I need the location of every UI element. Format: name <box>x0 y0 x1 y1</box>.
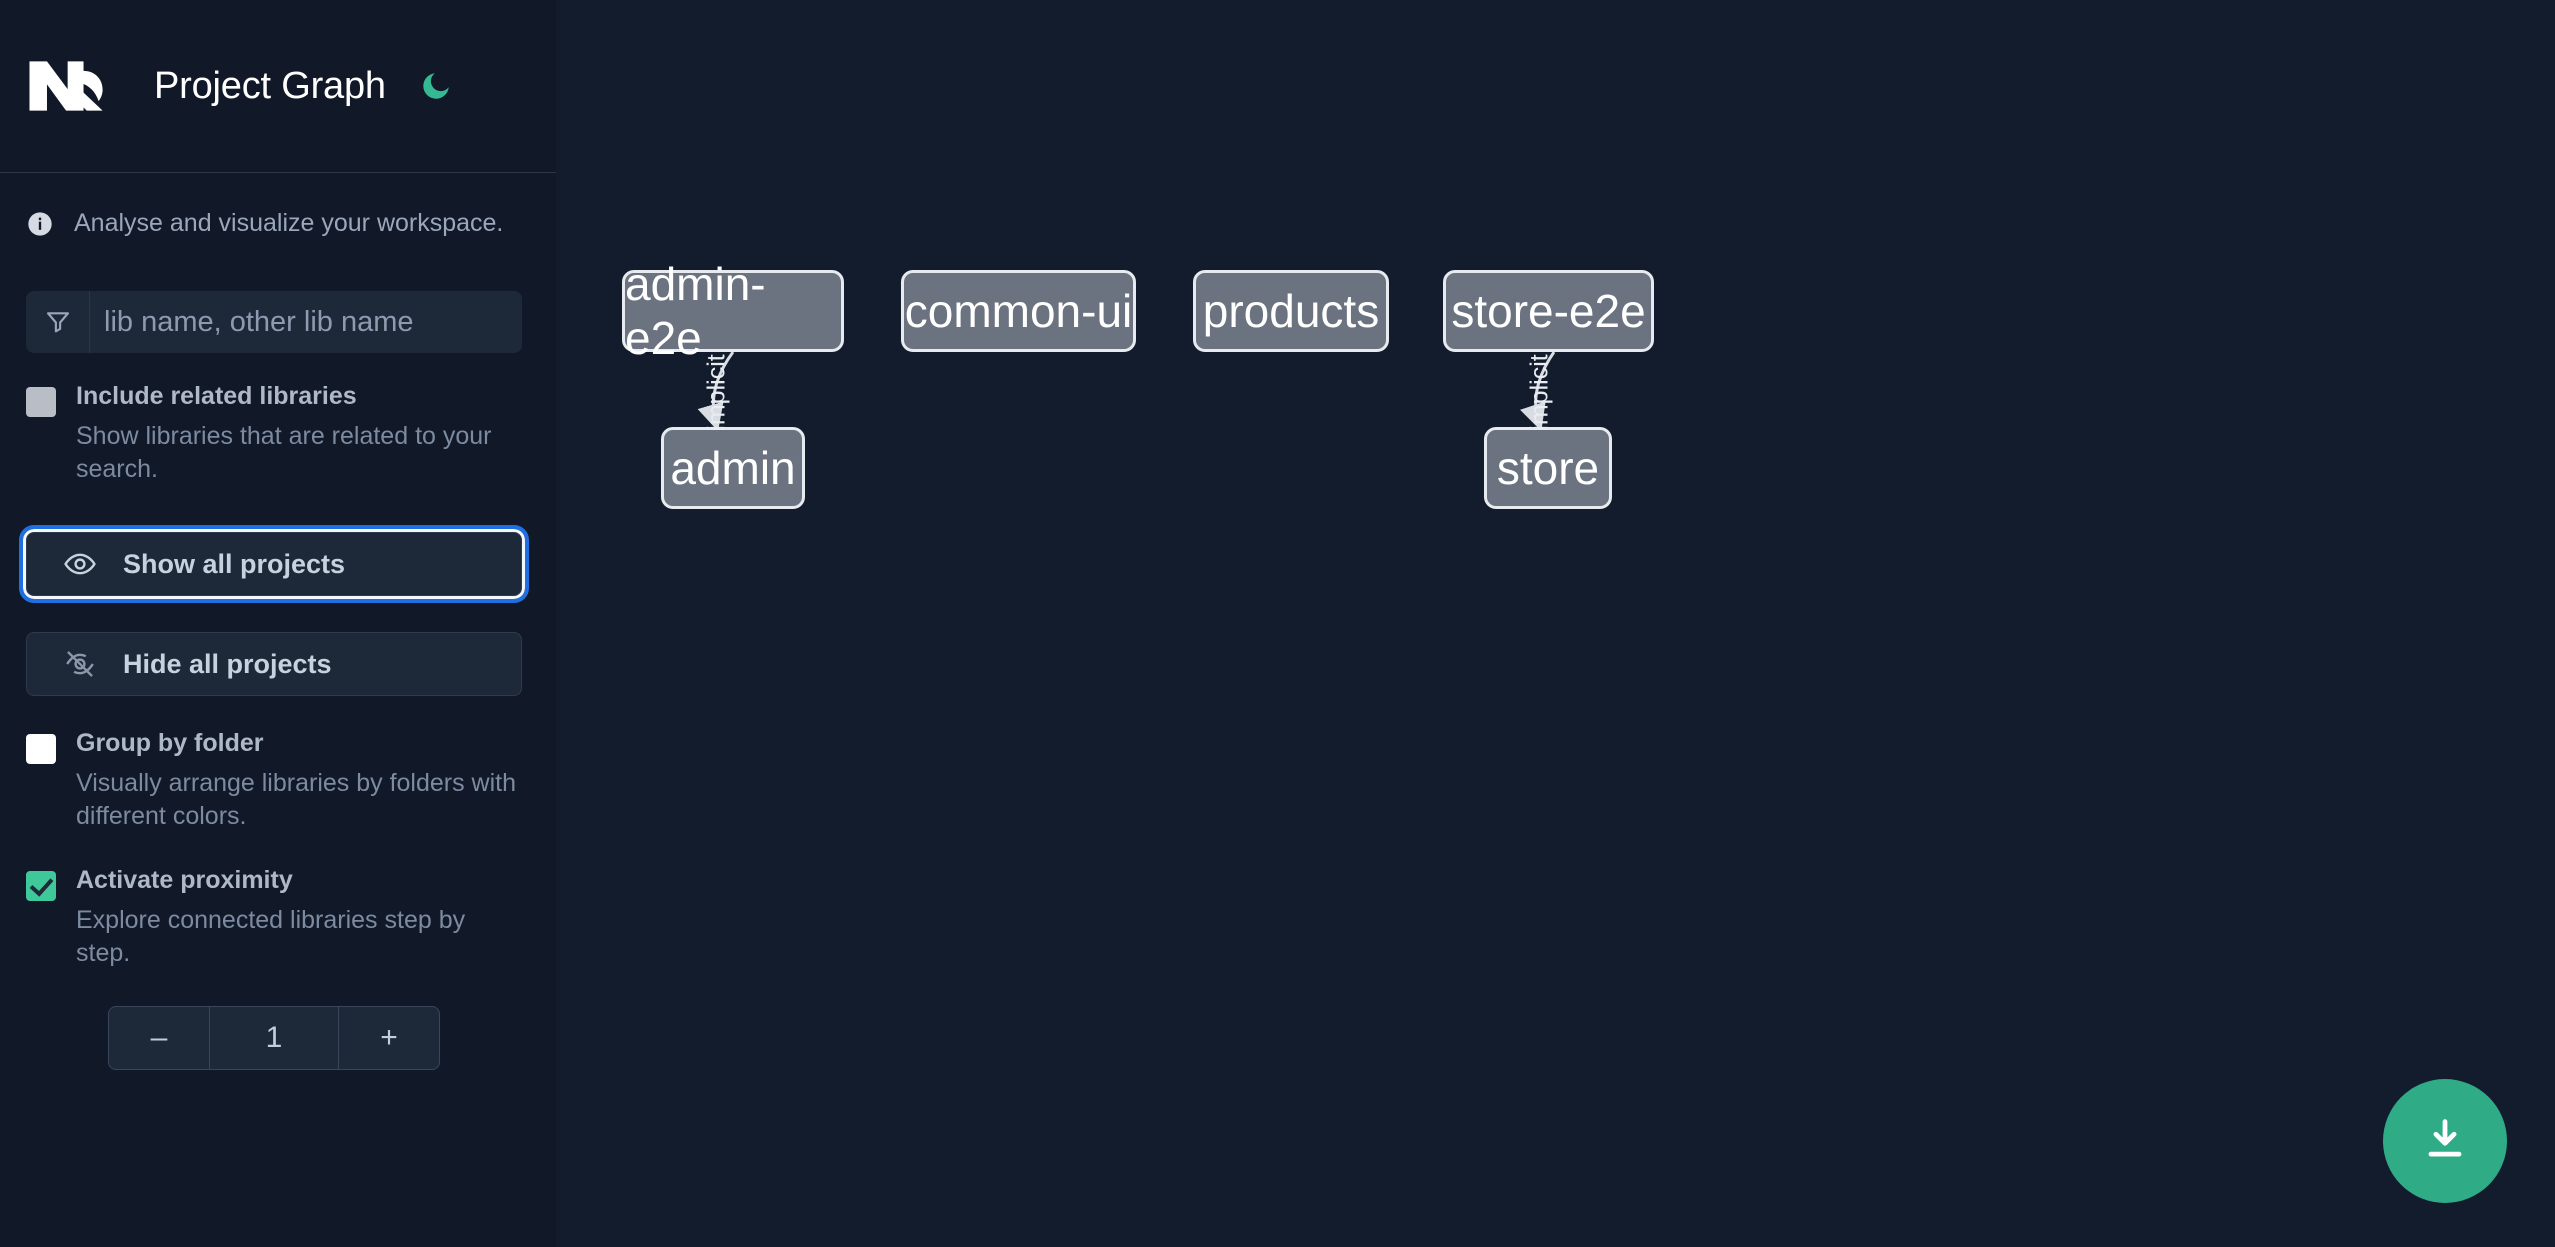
graph-canvas[interactable]: admin-e2e admin common-ui products store… <box>556 0 2555 1247</box>
include-related-libraries-checkbox[interactable] <box>26 387 56 417</box>
edge-label-admin-e2e-admin: implicit <box>702 354 731 431</box>
eye-icon <box>63 547 97 581</box>
graph-node-admin[interactable]: admin <box>661 427 805 509</box>
hide-all-projects-label: Hide all projects <box>123 648 332 679</box>
filter-icon <box>26 291 90 353</box>
info-icon <box>26 210 54 238</box>
sidebar: Project Graph Analyse and visualize your… <box>0 0 556 1247</box>
show-all-projects-button[interactable]: Show all projects <box>19 525 529 603</box>
include-related-libraries-description: Show libraries that are related to your … <box>76 421 492 483</box>
visibility-buttons: Show all projects Hide all projects <box>0 525 556 696</box>
group-by-folder-checkbox[interactable] <box>26 734 56 764</box>
search-field[interactable] <box>26 291 522 353</box>
group-by-folder-label: Group by folder <box>76 729 264 757</box>
graph-edges <box>697 351 1556 432</box>
activate-proximity-label: Activate proximity <box>76 866 293 894</box>
option-activate-proximity[interactable]: Activate proximity Explore connected lib… <box>0 833 556 970</box>
activate-proximity-checkbox[interactable] <box>26 871 56 901</box>
group-by-folder-description: Visually arrange libraries by folders wi… <box>76 768 517 830</box>
download-graph-button[interactable] <box>2383 1079 2507 1203</box>
graph-node-label: products <box>1202 285 1380 337</box>
graph-node-label: store <box>1496 442 1600 494</box>
workspace-info-text: Analyse and visualize your workspace. <box>74 209 504 237</box>
edge-store-e2e-store <box>1520 351 1556 432</box>
sidebar-header: Project Graph <box>0 0 556 173</box>
graph-node-store[interactable]: store <box>1484 427 1612 509</box>
show-all-projects-label: Show all projects <box>123 548 346 579</box>
graph-node-common-ui[interactable]: common-ui <box>901 270 1136 352</box>
graph-node-label: admin <box>670 442 796 494</box>
moon-icon[interactable] <box>414 64 458 108</box>
download-icon <box>2419 1113 2471 1170</box>
proximity-decrement-button[interactable]: – <box>109 1007 210 1069</box>
eye-off-icon <box>63 647 97 681</box>
graph-node-label: store-e2e <box>1451 285 1646 337</box>
edge-admin-e2e-admin <box>697 351 735 432</box>
proximity-stepper: – 1 + <box>108 1006 440 1070</box>
edge-label-store-e2e-store: implicit <box>1525 354 1554 431</box>
page-title: Project Graph <box>154 64 386 107</box>
option-include-related-libraries[interactable]: Include related libraries Show libraries… <box>0 353 556 486</box>
proximity-increment-button[interactable]: + <box>338 1007 439 1069</box>
hide-all-projects-button[interactable]: Hide all projects <box>26 632 522 696</box>
activate-proximity-description: Explore connected libraries step by step… <box>76 905 466 967</box>
workspace-info: Analyse and visualize your workspace. <box>0 173 556 238</box>
graph-node-products[interactable]: products <box>1193 270 1389 352</box>
graph-node-label: admin-e2e <box>625 258 766 364</box>
graph-node-label: common-ui <box>904 285 1133 337</box>
include-related-libraries-label: Include related libraries <box>76 382 357 410</box>
graph-node-admin-e2e[interactable]: admin-e2e <box>622 258 844 364</box>
nx-logo-icon <box>26 55 122 117</box>
option-group-by-folder[interactable]: Group by folder Visually arrange librari… <box>0 696 556 833</box>
search-input[interactable] <box>90 291 522 353</box>
graph-node-store-e2e[interactable]: store-e2e <box>1443 270 1654 352</box>
proximity-value: 1 <box>265 1021 283 1054</box>
